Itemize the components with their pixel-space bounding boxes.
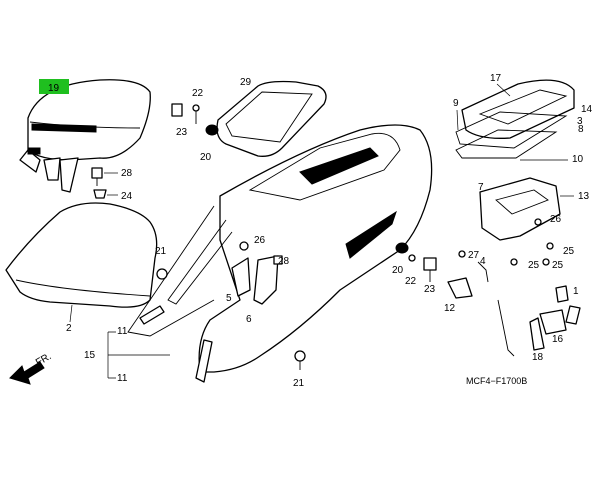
callout-7: 7 (478, 182, 484, 193)
screw-22-upper[interactable] (192, 104, 200, 124)
seat-part[interactable] (5, 202, 158, 308)
bracket-5[interactable] (231, 257, 251, 297)
lid-gasket-7[interactable] (455, 129, 558, 159)
key-1[interactable] (555, 285, 581, 325)
screw-21-left[interactable] (156, 268, 168, 280)
callout-5: 5 (226, 293, 232, 304)
callout-21a: 21 (155, 246, 167, 257)
callout-15: 15 (84, 350, 96, 361)
bolt-25b[interactable] (510, 258, 518, 266)
callout-25a: 25 (563, 246, 575, 257)
callout-22a: 22 (192, 88, 204, 99)
seat-cowl-part[interactable] (19, 79, 151, 193)
bolt-27[interactable] (458, 250, 466, 258)
callout-20b: 20 (392, 265, 404, 276)
grommet-20-upper[interactable] (205, 124, 219, 136)
callout-21b: 21 (293, 378, 305, 389)
callout-12: 12 (444, 303, 456, 314)
callout-8: 8 (578, 124, 584, 135)
callout-25b: 25 (528, 260, 540, 271)
diagram-code: MCF4−F1700B (466, 376, 527, 386)
callout-1: 1 (573, 286, 579, 297)
seat-cover-lid-17[interactable] (461, 79, 575, 139)
highlight-badge (39, 79, 69, 94)
screw-23-upper[interactable] (171, 103, 183, 117)
callout-28a: 28 (121, 168, 133, 179)
callout-2: 2 (66, 323, 72, 334)
front-direction-label: FR. (34, 351, 53, 369)
cover-seal-part[interactable] (216, 80, 327, 157)
bolt-28-center[interactable] (273, 255, 283, 265)
callout-22b: 22 (405, 276, 417, 287)
seat-lock-16[interactable] (539, 309, 567, 335)
release-cable-18[interactable] (497, 299, 545, 357)
stripe-11-upper[interactable] (139, 305, 165, 325)
screw-21-bottom[interactable] (294, 350, 306, 370)
bolt-26-center[interactable] (239, 241, 249, 251)
callout-20a: 20 (200, 152, 212, 163)
utility-tray-13[interactable] (479, 177, 561, 241)
latch-4[interactable] (477, 261, 489, 283)
grommet-20-right[interactable] (395, 242, 409, 254)
callout-23b: 23 (424, 284, 436, 295)
bolt-28[interactable] (91, 167, 103, 186)
callout-11a: 11 (117, 326, 128, 337)
bolt-25a[interactable] (546, 242, 554, 250)
callout-10: 10 (572, 154, 584, 165)
callout-3: 3 (577, 116, 583, 127)
screw-22-right[interactable] (408, 254, 416, 262)
callout-24: 24 (121, 191, 133, 202)
callout-19: 19 (48, 83, 60, 94)
callout-23a: 23 (176, 127, 188, 138)
callout-25c: 25 (552, 260, 564, 271)
bolt-25c[interactable] (542, 258, 550, 266)
lid-gasket-8[interactable] (455, 111, 568, 149)
grommet-24[interactable] (93, 189, 107, 199)
callout-13: 13 (578, 191, 590, 202)
callout-17: 17 (490, 73, 502, 84)
bolt-26-right[interactable] (534, 218, 542, 226)
callout-6: 6 (246, 314, 252, 325)
callout-4: 4 (480, 256, 486, 267)
callout-29: 29 (240, 77, 252, 88)
callout-27: 27 (468, 250, 480, 261)
screw-23-right[interactable] (423, 257, 437, 282)
callout-26b: 26 (550, 214, 562, 225)
callout-11b: 11 (117, 373, 128, 384)
latch-12[interactable] (447, 277, 473, 299)
callout-26a: 26 (254, 235, 266, 246)
callout-28b: 28 (278, 256, 290, 267)
rear-cowl-body (127, 124, 433, 373)
callout-14: 14 (581, 104, 593, 115)
callout-16: 16 (552, 334, 564, 345)
stripe-11-lower[interactable] (195, 339, 213, 383)
callout-9: 9 (453, 98, 459, 109)
front-direction-arrow: FR. (9, 351, 53, 385)
callout-18: 18 (532, 352, 544, 363)
